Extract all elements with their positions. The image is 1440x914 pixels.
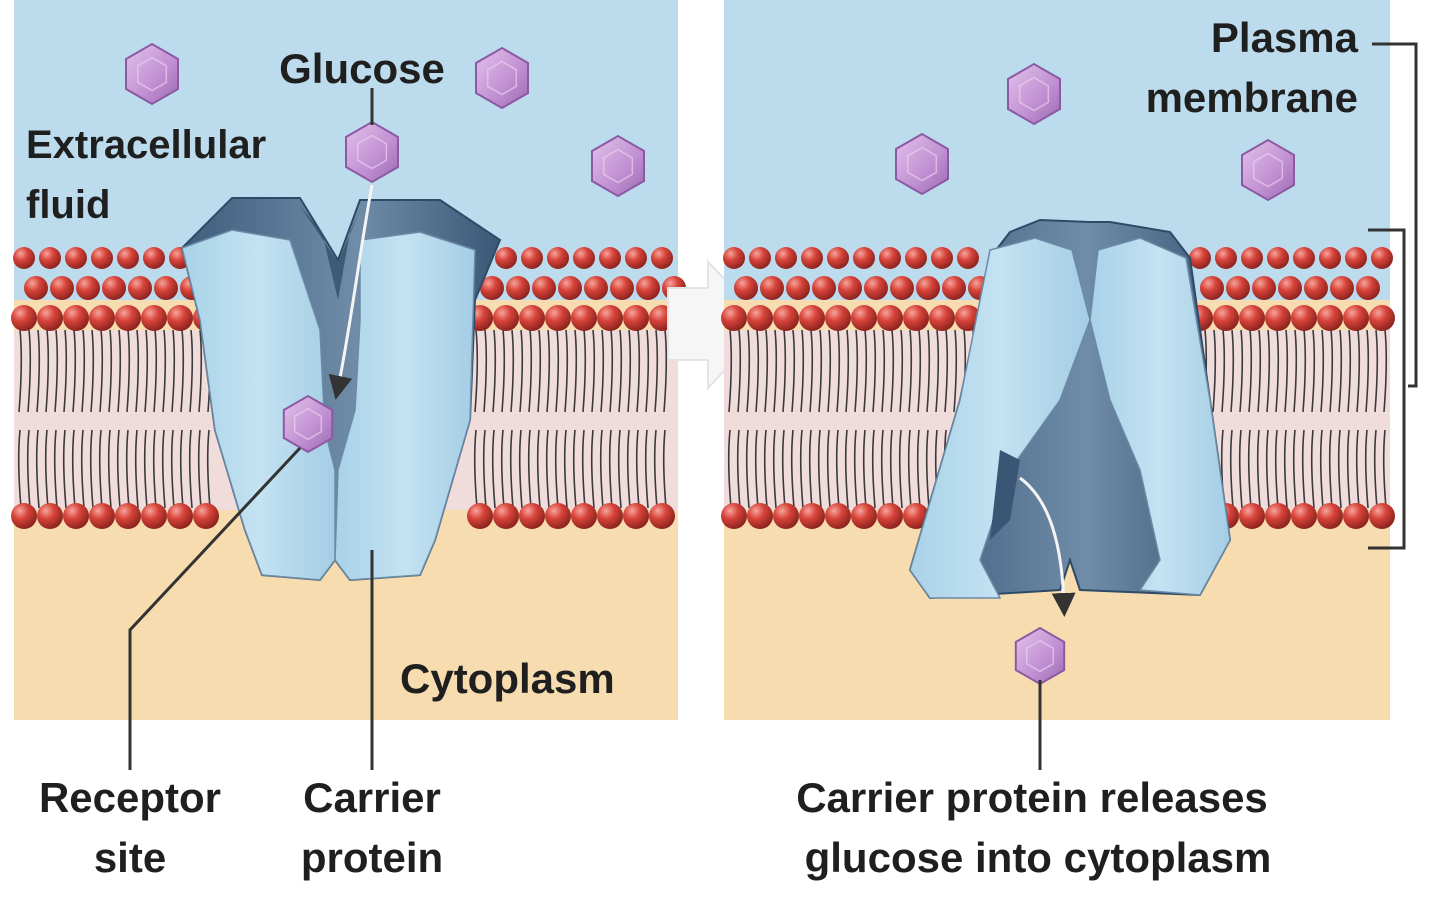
glucose-molecule	[591, 134, 645, 198]
glucose-molecule	[1007, 62, 1061, 126]
glucose-molecule	[125, 42, 179, 106]
glucose-molecules-right	[895, 62, 1295, 686]
release-caption-line2: glucose into cytoplasm	[805, 834, 1272, 881]
plasma-membrane-leader	[1372, 42, 1418, 388]
carrier-protein-closed	[908, 218, 1232, 600]
glucose-release-arrow	[1019, 476, 1076, 617]
glucose-molecule	[475, 46, 529, 110]
left-panel: Glucose Extracellular fluid Cytoplasm	[11, 0, 686, 770]
plasma-membrane-label-line1: Plasma	[1211, 14, 1359, 61]
carrier-protein-label-line2: protein	[301, 834, 443, 881]
glucose-molecule-bound	[282, 394, 334, 454]
lipid-bilayer-left	[11, 247, 686, 529]
glucose-molecule	[895, 132, 949, 196]
receptor-site-label-line1: Receptor	[39, 774, 221, 821]
plasma-membrane-bracket	[1368, 228, 1406, 550]
extracellular-fluid-label-line2: fluid	[26, 183, 110, 227]
glucose-molecules-left	[125, 42, 645, 454]
glucose-label: Glucose	[279, 45, 445, 92]
glucose-molecule	[1241, 138, 1295, 202]
plasma-membrane-label-line2: membrane	[1146, 74, 1358, 121]
extracellular-fluid-label-line1: Extracellular	[26, 123, 266, 167]
receptor-site-label-line2: site	[94, 834, 166, 881]
receptor-leader-line	[128, 446, 302, 770]
glucose-entry-arrow	[328, 184, 374, 400]
cytoplasm-label: Cytoplasm	[400, 655, 615, 702]
release-caption-line1: Carrier protein releases	[796, 774, 1268, 821]
glucose-molecule-released	[1014, 626, 1066, 686]
right-panel: Plasma membrane	[721, 0, 1418, 770]
carrier-protein-label-line1: Carrier	[303, 774, 441, 821]
